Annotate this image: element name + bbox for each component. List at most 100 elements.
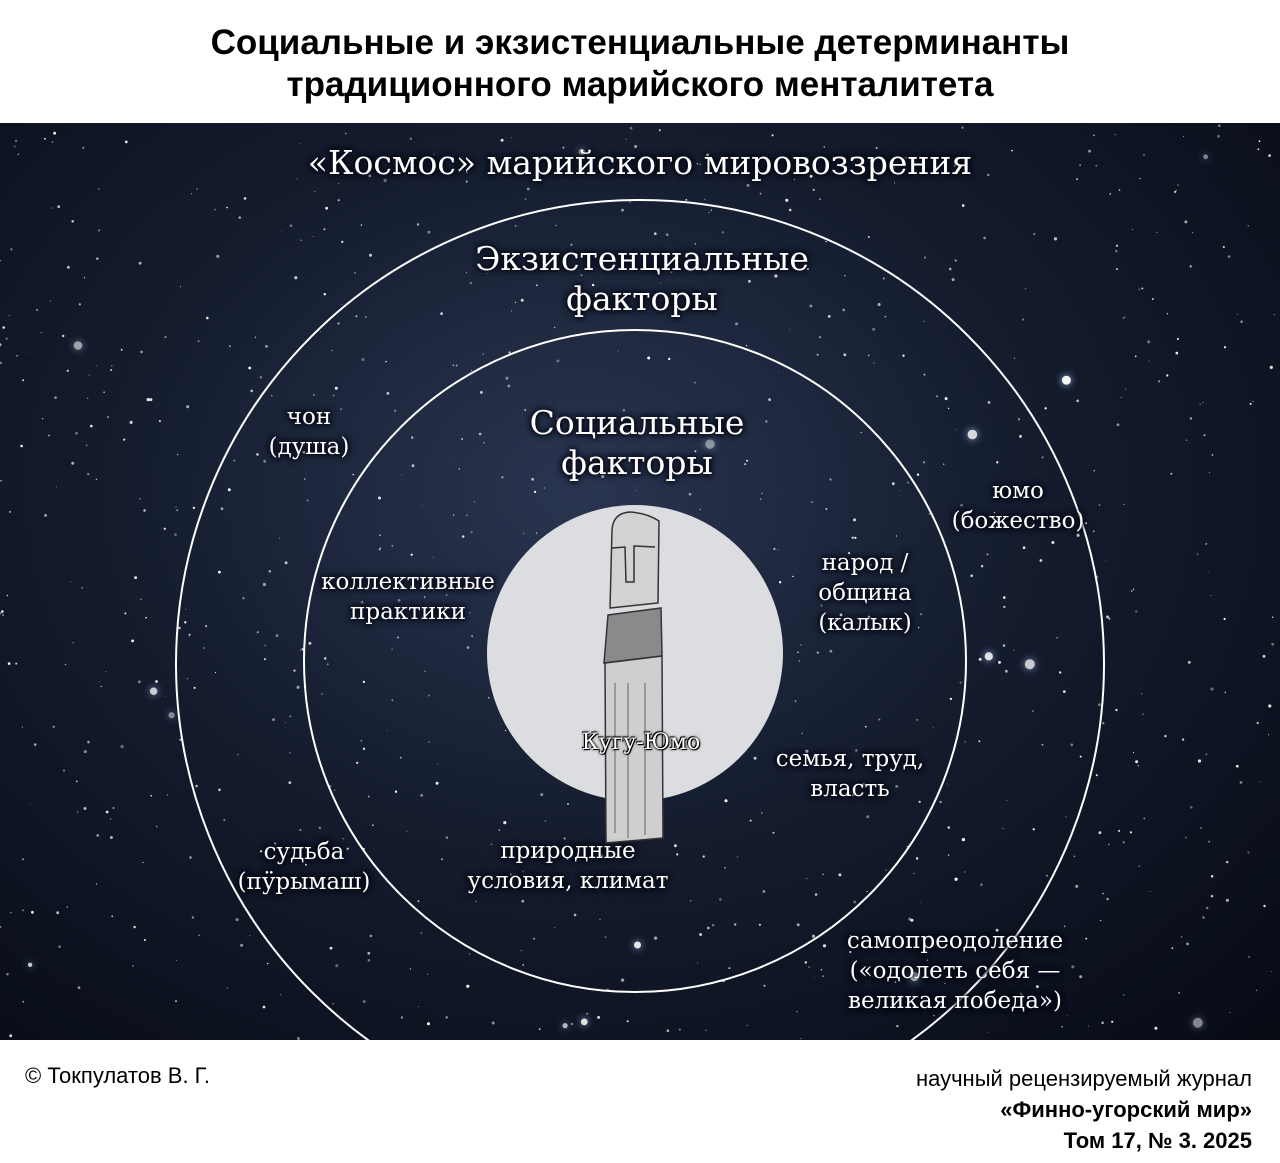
star (435, 781, 439, 785)
star (454, 459, 455, 460)
star (1210, 687, 1214, 691)
star (524, 409, 527, 411)
star (465, 272, 467, 274)
star (933, 1014, 935, 1017)
star (1137, 764, 1140, 767)
star (143, 509, 146, 512)
star (964, 871, 966, 873)
star (411, 464, 415, 468)
star (174, 533, 177, 536)
star (123, 438, 126, 441)
star (22, 379, 25, 382)
star (848, 552, 851, 555)
star (1002, 828, 1004, 829)
star (761, 812, 763, 814)
star (895, 535, 897, 537)
star (120, 745, 124, 749)
star (345, 132, 347, 135)
star (983, 236, 986, 240)
star (192, 506, 195, 509)
item-line: природные (500, 838, 636, 864)
star (129, 420, 133, 424)
star (1115, 708, 1118, 712)
star (526, 187, 530, 191)
star (36, 308, 39, 311)
star (323, 293, 326, 296)
star (851, 793, 855, 797)
star (498, 829, 501, 831)
star (305, 863, 307, 866)
star (674, 844, 677, 848)
star (610, 852, 613, 854)
star (238, 216, 241, 219)
star (1226, 860, 1229, 864)
star (621, 208, 624, 212)
star (507, 384, 511, 388)
star (805, 749, 809, 754)
star (237, 753, 239, 756)
star (75, 431, 78, 435)
star (256, 453, 259, 456)
star (52, 725, 55, 728)
star (468, 953, 471, 955)
star (5, 337, 8, 340)
star (112, 807, 115, 809)
star (321, 693, 323, 695)
star (748, 279, 751, 283)
star (302, 450, 306, 454)
star (329, 946, 333, 950)
star (915, 857, 919, 860)
star (1151, 298, 1154, 300)
star (379, 534, 381, 537)
label-line: факторы (561, 443, 713, 482)
star (9, 911, 12, 914)
star (554, 326, 556, 329)
star (83, 277, 86, 279)
star (175, 506, 177, 508)
star (1124, 388, 1127, 390)
star (822, 944, 827, 948)
star (805, 877, 808, 880)
outer-ring-label: Экзистенциальные факторы (475, 239, 809, 319)
item-line: юмо (992, 478, 1044, 504)
star (1138, 288, 1140, 290)
star (913, 872, 915, 874)
star (76, 780, 78, 783)
star (829, 649, 833, 653)
star (772, 831, 775, 834)
star (243, 197, 247, 200)
existential-item-fate: судьба (пӱрымаш) (238, 837, 371, 897)
star (932, 726, 934, 728)
star (178, 626, 181, 630)
star (765, 420, 768, 423)
star (90, 424, 93, 428)
star (1013, 649, 1015, 651)
item-line: народ / (821, 550, 909, 576)
star (367, 951, 371, 955)
star (325, 206, 328, 210)
star (335, 964, 339, 968)
star (954, 259, 957, 262)
star (82, 146, 85, 149)
star (480, 391, 483, 394)
star (0, 479, 2, 482)
star (334, 386, 338, 390)
star (533, 937, 535, 940)
star (218, 570, 221, 574)
star (1176, 337, 1179, 341)
star (636, 490, 637, 491)
star (1258, 140, 1261, 143)
star (521, 899, 525, 903)
star (909, 972, 919, 981)
item-line: (душа) (268, 434, 350, 460)
star (954, 429, 956, 430)
star (654, 936, 658, 940)
star (426, 973, 429, 976)
star (949, 697, 953, 701)
star (818, 336, 822, 339)
star (916, 473, 920, 476)
star (105, 810, 109, 814)
star (409, 137, 412, 140)
star (540, 793, 544, 797)
star (759, 192, 762, 195)
